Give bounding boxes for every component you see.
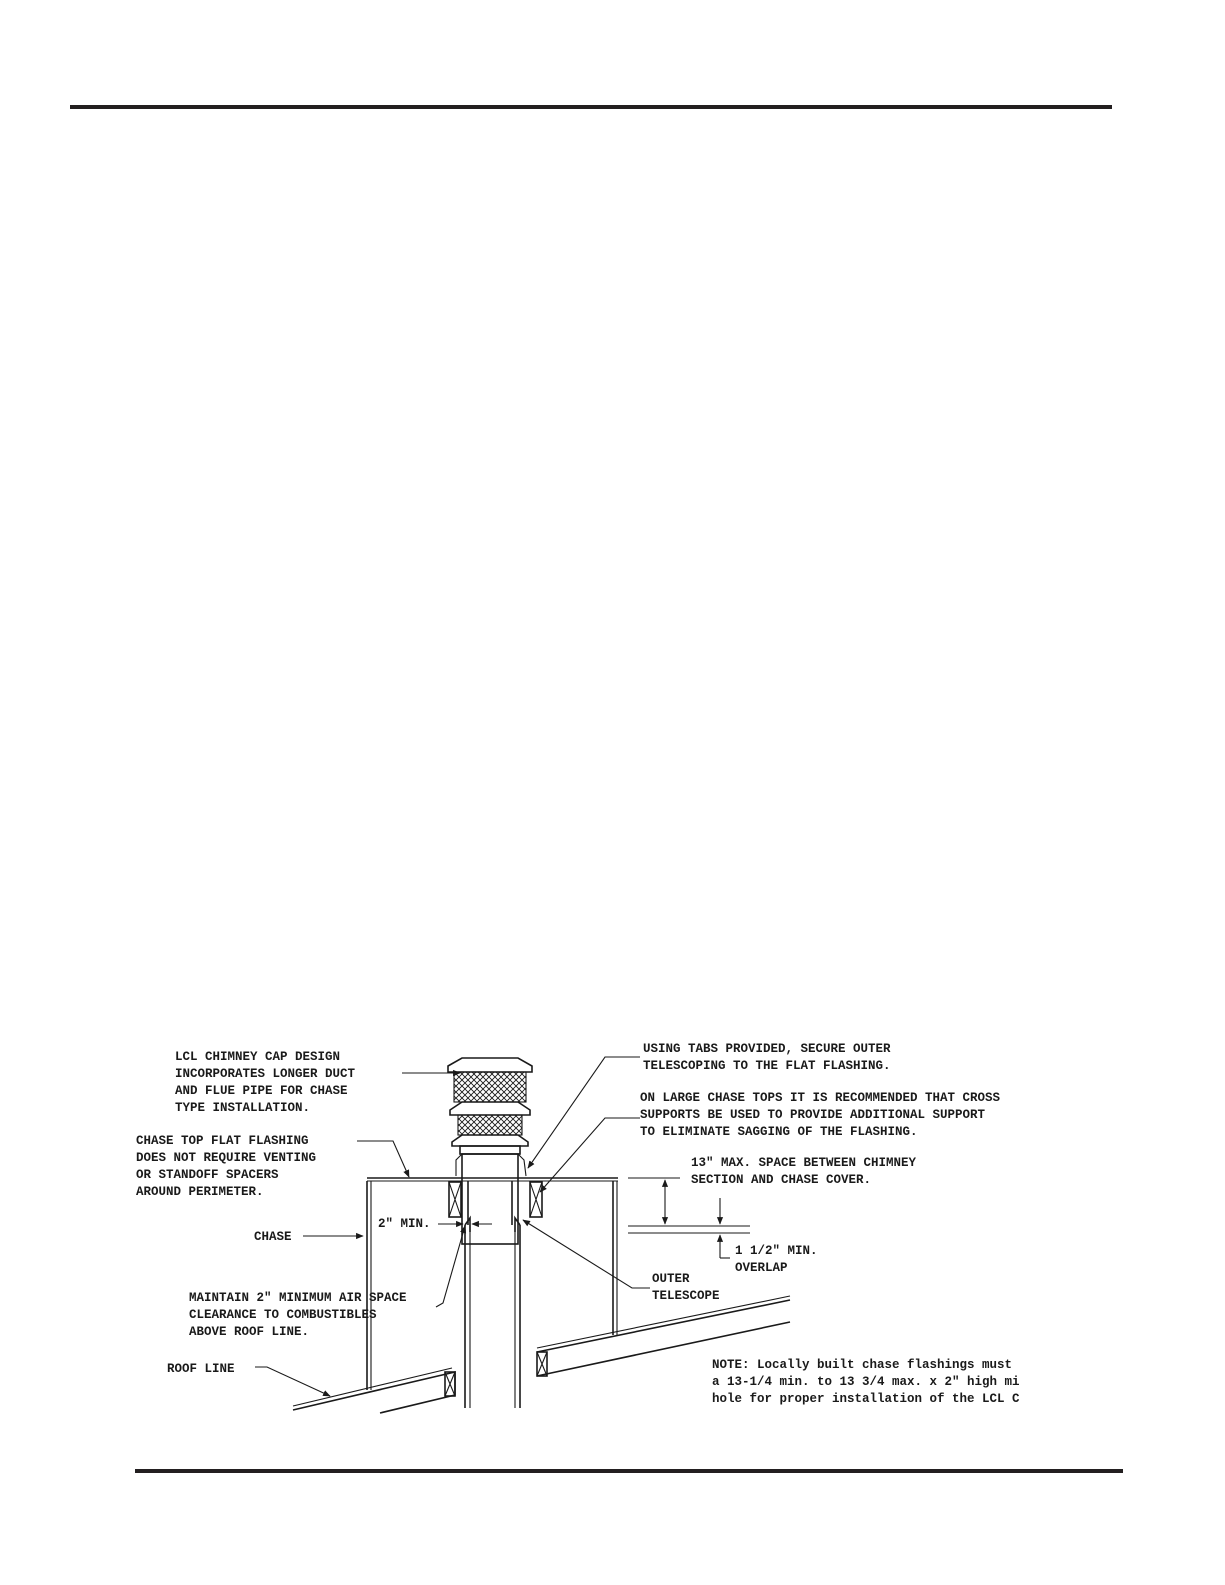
svg-text:ABOVE ROOF LINE.: ABOVE ROOF LINE. — [189, 1325, 309, 1339]
label-chimney-cap: LCL CHIMNEY CAP DESIGN INCORPORATES LONG… — [175, 1050, 356, 1115]
dimension-lines — [438, 1177, 750, 1259]
svg-text:MAINTAIN 2" MINIMUM AIR SPACE: MAINTAIN 2" MINIMUM AIR SPACE — [189, 1291, 407, 1305]
svg-text:SUPPORTS BE USED TO PROVIDE AD: SUPPORTS BE USED TO PROVIDE ADDITIONAL S… — [640, 1108, 986, 1122]
leader-lines — [255, 1056, 650, 1397]
svg-text:13" MAX. SPACE BETWEEN CHIMNEY: 13" MAX. SPACE BETWEEN CHIMNEY — [691, 1156, 917, 1170]
chase-top-flat-flashing — [367, 1177, 618, 1182]
roof-line — [292, 1295, 791, 1414]
svg-text:DOES NOT REQUIRE VENTING: DOES NOT REQUIRE VENTING — [136, 1151, 316, 1165]
svg-text:TYPE INSTALLATION.: TYPE INSTALLATION. — [175, 1101, 310, 1115]
flue-pipe — [464, 1181, 521, 1408]
svg-text:TO ELIMINATE SAGGING OF THE FL: TO ELIMINATE SAGGING OF THE FLASHING. — [640, 1125, 918, 1139]
label-cross-supports: ON LARGE CHASE TOPS IT IS RECOMMENDED TH… — [640, 1091, 1001, 1139]
label-roof-line: ROOF LINE — [167, 1362, 235, 1376]
svg-text:USING TABS PROVIDED, SECURE OU: USING TABS PROVIDED, SECURE OUTER — [643, 1042, 891, 1056]
svg-text:INCORPORATES LONGER DUCT: INCORPORATES LONGER DUCT — [175, 1067, 356, 1081]
label-two-inch-min: 2" MIN. — [378, 1217, 431, 1231]
svg-text:OVERLAP: OVERLAP — [735, 1261, 788, 1275]
label-flat-flashing: CHASE TOP FLAT FLASHING DOES NOT REQUIRE… — [136, 1134, 316, 1199]
svg-text:CLEARANCE TO COMBUSTIBLES: CLEARANCE TO COMBUSTIBLES — [189, 1308, 377, 1322]
footer-rule — [135, 1469, 1123, 1473]
header-rule — [70, 105, 1112, 109]
chimney-cap — [447, 1057, 533, 1245]
svg-text:a 13-1/4 min. to 13 3/4 max. x: a 13-1/4 min. to 13 3/4 max. x 2" high m… — [712, 1375, 1020, 1389]
svg-text:LCL CHIMNEY CAP DESIGN: LCL CHIMNEY CAP DESIGN — [175, 1050, 340, 1064]
svg-text:ON LARGE CHASE TOPS IT IS RECO: ON LARGE CHASE TOPS IT IS RECOMMENDED TH… — [640, 1091, 1001, 1105]
svg-text:SECTION AND CHASE COVER.: SECTION AND CHASE COVER. — [691, 1173, 871, 1187]
svg-text:hole for proper installation o: hole for proper installation of the LCL … — [712, 1392, 1020, 1406]
svg-text:OR STANDOFF SPACERS: OR STANDOFF SPACERS — [136, 1168, 279, 1182]
svg-text:AROUND PERIMETER.: AROUND PERIMETER. — [136, 1185, 264, 1199]
label-tabs: USING TABS PROVIDED, SECURE OUTER TELESC… — [643, 1042, 891, 1073]
svg-text:NOTE: Locally built chase flas: NOTE: Locally built chase flashings must — [712, 1358, 1012, 1372]
label-outer-telescope: OUTER TELESCOPE — [652, 1272, 720, 1303]
svg-text:CHASE TOP FLAT FLASHING: CHASE TOP FLAT FLASHING — [136, 1134, 309, 1148]
label-max-space: 13" MAX. SPACE BETWEEN CHIMNEY SECTION A… — [691, 1156, 917, 1187]
label-chase: CHASE — [254, 1230, 292, 1244]
svg-text:TELESCOPE: TELESCOPE — [652, 1289, 720, 1303]
label-air-space: MAINTAIN 2" MINIMUM AIR SPACE CLEARANCE … — [189, 1291, 407, 1339]
chase-walls — [366, 1181, 618, 1390]
svg-text:1 1/2" MIN.: 1 1/2" MIN. — [735, 1244, 818, 1258]
note-text: NOTE: Locally built chase flashings must… — [712, 1358, 1020, 1406]
svg-text:TELESCOPING TO THE FLAT FLASHI: TELESCOPING TO THE FLAT FLASHING. — [643, 1059, 891, 1073]
svg-text:OUTER: OUTER — [652, 1272, 690, 1286]
svg-text:AND FLUE PIPE FOR CHASE: AND FLUE PIPE FOR CHASE — [175, 1084, 348, 1098]
label-overlap: 1 1/2" MIN. OVERLAP — [735, 1244, 818, 1275]
